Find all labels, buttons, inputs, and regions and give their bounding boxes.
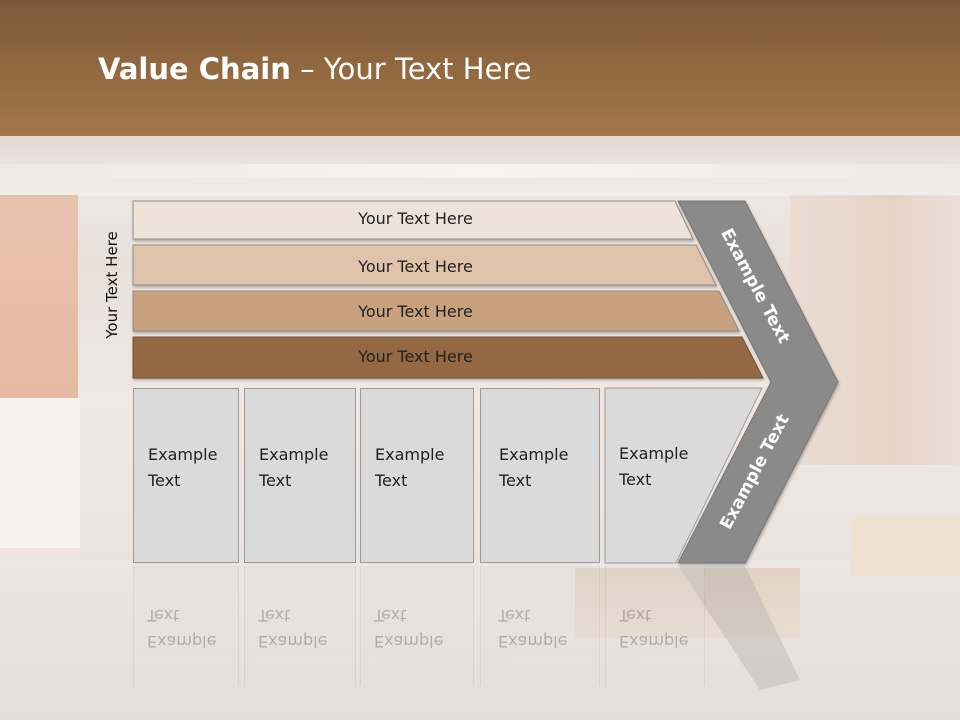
card-5-line1: Example: [619, 444, 689, 463]
title-rest: – Your Text Here: [290, 52, 532, 86]
card-3-line1: Example: [375, 445, 445, 464]
room-shelf: [0, 398, 80, 548]
card-2-line2: Text: [259, 471, 292, 490]
card-3-line2: Text: [375, 471, 408, 490]
bar-1-label: Your Text Here: [358, 209, 473, 228]
room-right-wall: [790, 195, 960, 465]
title-banner: [0, 0, 960, 136]
slide-title[interactable]: Value Chain – Your Text Here: [98, 52, 532, 86]
room-table: [575, 568, 800, 638]
bar-2-label: Your Text Here: [358, 257, 473, 276]
card-1-line1: Example: [148, 445, 218, 464]
card-4-line2: Text: [499, 471, 532, 490]
room-floor: [0, 560, 960, 720]
card-1-line2: Text: [148, 471, 181, 490]
card-2-line1: Example: [259, 445, 329, 464]
ceiling-strip: [0, 164, 960, 178]
card-5-line2: Text: [619, 470, 652, 489]
side-label[interactable]: Your Text Here: [103, 231, 121, 339]
bar-3-label: Your Text Here: [358, 302, 473, 321]
card-4-line1: Example: [499, 445, 569, 464]
bar-4-label: Your Text Here: [358, 347, 473, 366]
room-sofa: [850, 515, 960, 575]
title-bold: Value Chain: [98, 52, 291, 86]
